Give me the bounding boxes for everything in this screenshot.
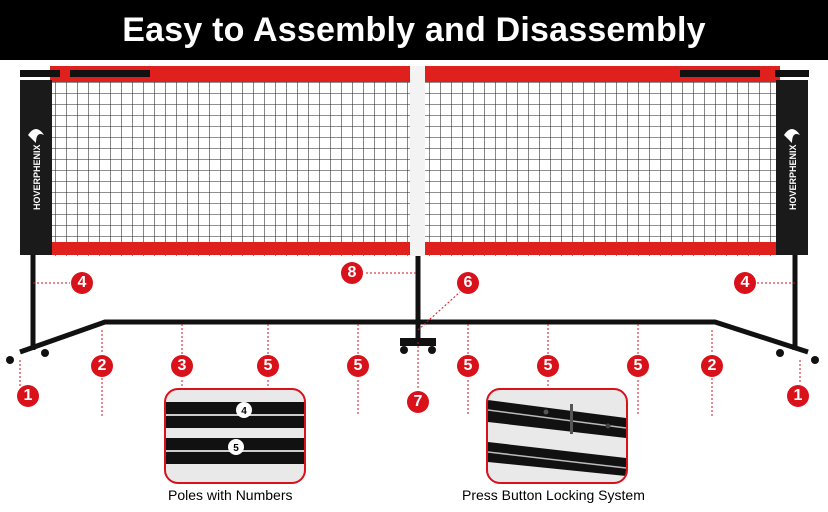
banner-title: Easy to Assembly and Disassembly [122, 10, 706, 49]
part-number-marker: 1 [787, 385, 809, 407]
part-number-marker: 4 [71, 272, 93, 294]
center-strap [410, 66, 425, 256]
inset-press-button-locking [486, 388, 628, 484]
net-right [425, 66, 780, 256]
caption-poles-with-numbers: Poles with Numbers [168, 487, 293, 503]
pole-number: 4 [241, 406, 247, 417]
part-number-marker: 5 [537, 355, 559, 377]
part-number-marker: 4 [734, 272, 756, 294]
logo-icon [28, 129, 44, 143]
pole-sleeve-right [776, 80, 808, 255]
part-number-marker: 1 [17, 385, 39, 407]
part-number-marker: 6 [457, 272, 479, 294]
net-left [50, 66, 410, 256]
part-number-marker: 5 [627, 355, 649, 377]
net-illustration: HOVERPHENIX HOVERPHENIX [6, 66, 819, 416]
part-number-marker: 5 [457, 355, 479, 377]
part-number-marker: 3 [171, 355, 193, 377]
logo-icon [784, 129, 800, 143]
inset-poles-with-numbers: 4 5 [164, 388, 306, 484]
brand-left: HOVERPHENIX [32, 144, 42, 210]
title-banner: Easy to Assembly and Disassembly [0, 0, 828, 60]
brand-right: HOVERPHENIX [788, 144, 798, 210]
pole-sleeve-left [20, 80, 52, 255]
part-number-marker: 2 [701, 355, 723, 377]
part-number-marker: 2 [91, 355, 113, 377]
frame [19, 255, 809, 355]
part-number-marker: 8 [341, 262, 363, 284]
part-number-marker: 5 [257, 355, 279, 377]
part-number-marker: 5 [347, 355, 369, 377]
caption-press-button-locking: Press Button Locking System [462, 487, 645, 503]
pole-number: 5 [233, 443, 239, 454]
part-number-marker: 7 [407, 391, 429, 413]
